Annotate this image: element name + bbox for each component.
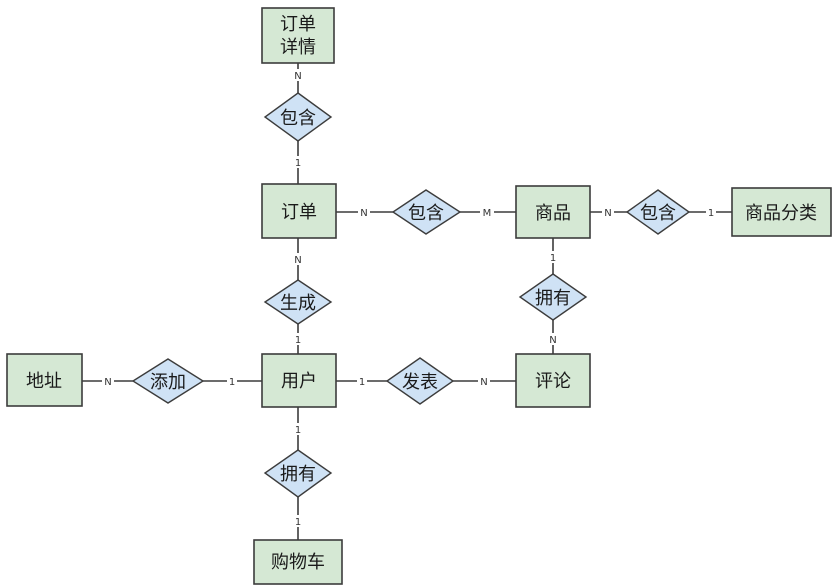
cardinality-category: 1 [706,206,716,219]
svg-text:地址: 地址 [26,371,62,392]
entity-user[interactable]: 用户 [261,353,337,408]
svg-text:1: 1 [295,335,301,346]
cardinality-address: N [102,375,114,388]
entity-order-detail[interactable]: 订单 详情 [261,7,335,64]
svg-text:N: N [549,335,556,346]
svg-text:1: 1 [550,253,556,264]
entity-address[interactable]: 地址 [6,353,83,407]
svg-text:1: 1 [295,517,301,528]
relationship-product-has-review[interactable]: 拥有 [518,273,588,321]
cardinality-review-top: N [547,333,559,346]
relationship-order-contains-detail[interactable]: 包含 [263,92,333,142]
cardinality-order-top: 1 [293,156,303,169]
relationship-user-generates-order[interactable]: 生成 [263,279,333,325]
svg-text:1: 1 [229,377,235,388]
svg-text:订单: 订单 [280,14,316,35]
svg-text:N: N [104,377,111,388]
svg-text:1: 1 [295,158,301,169]
svg-text:商品: 商品 [535,203,571,224]
svg-text:商品分类: 商品分类 [745,203,817,224]
svg-text:1: 1 [295,425,301,436]
relationship-user-has-cart[interactable]: 拥有 [263,449,333,498]
svg-text:N: N [294,71,301,82]
svg-text:添加: 添加 [150,372,186,393]
svg-text:订单: 订单 [281,202,317,223]
entity-cart[interactable]: 购物车 [253,539,343,585]
entity-product-category[interactable]: 商品分类 [731,187,832,237]
cardinality-product-m: M [480,206,494,219]
cardinality-order-right: N [358,206,370,219]
svg-text:N: N [360,208,367,219]
svg-text:拥有: 拥有 [535,288,571,309]
cardinality-user-right: 1 [357,375,367,388]
svg-text:N: N [604,208,611,219]
svg-text:N: N [480,377,487,388]
cardinality-review-left: N [478,375,490,388]
relationship-user-posts-review[interactable]: 发表 [385,357,455,405]
cardinality-detail: N [292,69,304,82]
cardinality-product-bottom: 1 [548,251,558,264]
cardinality-user-left: 1 [227,375,237,388]
svg-text:N: N [294,255,301,266]
svg-text:1: 1 [708,208,714,219]
relationship-order-contains-product[interactable]: 包含 [391,189,462,235]
cardinality-cart: 1 [293,515,303,528]
svg-text:详情: 详情 [280,37,316,58]
svg-text:评论: 评论 [535,371,571,392]
cardinality-labels: N 1 N M N 1 1 N N 1 N 1 1 N 1 1 [102,69,716,528]
entity-product[interactable]: 商品 [515,185,591,239]
svg-text:拥有: 拥有 [280,464,316,485]
svg-text:用户: 用户 [281,371,317,392]
cardinality-user-bottom: 1 [293,423,303,436]
edges [82,63,732,540]
svg-text:包含: 包含 [280,108,316,129]
svg-text:1: 1 [359,377,365,388]
cardinality-order-bottom: N [292,253,304,266]
entity-order[interactable]: 订单 [261,183,337,239]
svg-text:包含: 包含 [408,203,444,224]
svg-text:生成: 生成 [280,293,316,314]
entity-review[interactable]: 评论 [515,353,591,408]
relationship-product-in-category[interactable]: 包含 [625,189,691,235]
relationship-user-adds-address[interactable]: 添加 [131,358,205,404]
svg-text:M: M [483,208,492,219]
cardinality-user-top: 1 [293,333,303,346]
svg-text:购物车: 购物车 [271,552,325,573]
cardinality-product-right: N [602,206,614,219]
svg-text:发表: 发表 [402,372,438,393]
svg-text:包含: 包含 [640,203,676,224]
